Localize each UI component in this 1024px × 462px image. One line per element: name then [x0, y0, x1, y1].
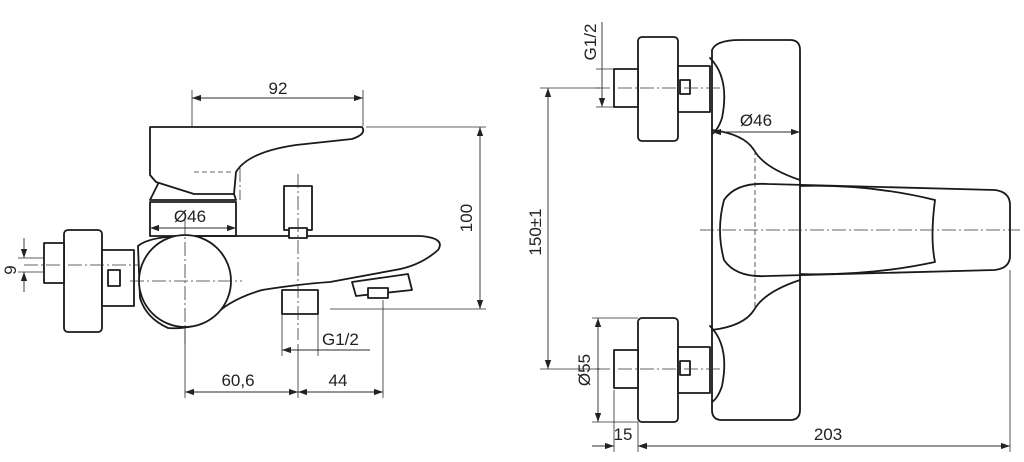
- side-wall-nut: [63, 229, 103, 333]
- top-dimensions: G1/2 150±1 Ø46 Ø55 15 203: [526, 22, 1011, 452]
- dim-diameter-bottom: Ø55: [575, 354, 594, 386]
- dim-inlet-thread: G1/2: [581, 24, 600, 61]
- side-body-spout: [137, 235, 441, 330]
- dim-total-depth: 203: [814, 425, 842, 444]
- dim-spout-width: 92: [269, 79, 288, 98]
- dim-outlet-thread: G1/2: [322, 330, 359, 349]
- top-body: [711, 39, 801, 421]
- dim-height: 100: [457, 204, 476, 232]
- side-lever-handle: [149, 126, 365, 195]
- side-dimensions: 92 100 Ø46 9 G1/2 60,6 44: [1, 79, 486, 398]
- side-aerator: [351, 273, 413, 297]
- dim-center-distance: 150±1: [526, 208, 545, 255]
- dim-body-diameter: Ø46: [174, 207, 206, 226]
- side-small-nut: [107, 269, 121, 287]
- side-view: [24, 126, 441, 344]
- side-outlet: [281, 289, 319, 315]
- dim-nut-width: 9: [1, 265, 20, 274]
- top-lower-nut: [637, 317, 679, 423]
- top-view: [596, 36, 1020, 423]
- dim-offset-b: 44: [329, 371, 348, 390]
- side-inlet-fitting: [43, 242, 65, 284]
- top-lever: [719, 182, 1011, 278]
- dim-offset-a: 60,6: [221, 371, 254, 390]
- dim-diameter-top: Ø46: [740, 111, 772, 130]
- dim-eccentric-depth: 15: [614, 425, 633, 444]
- top-upper-nut: [637, 36, 679, 142]
